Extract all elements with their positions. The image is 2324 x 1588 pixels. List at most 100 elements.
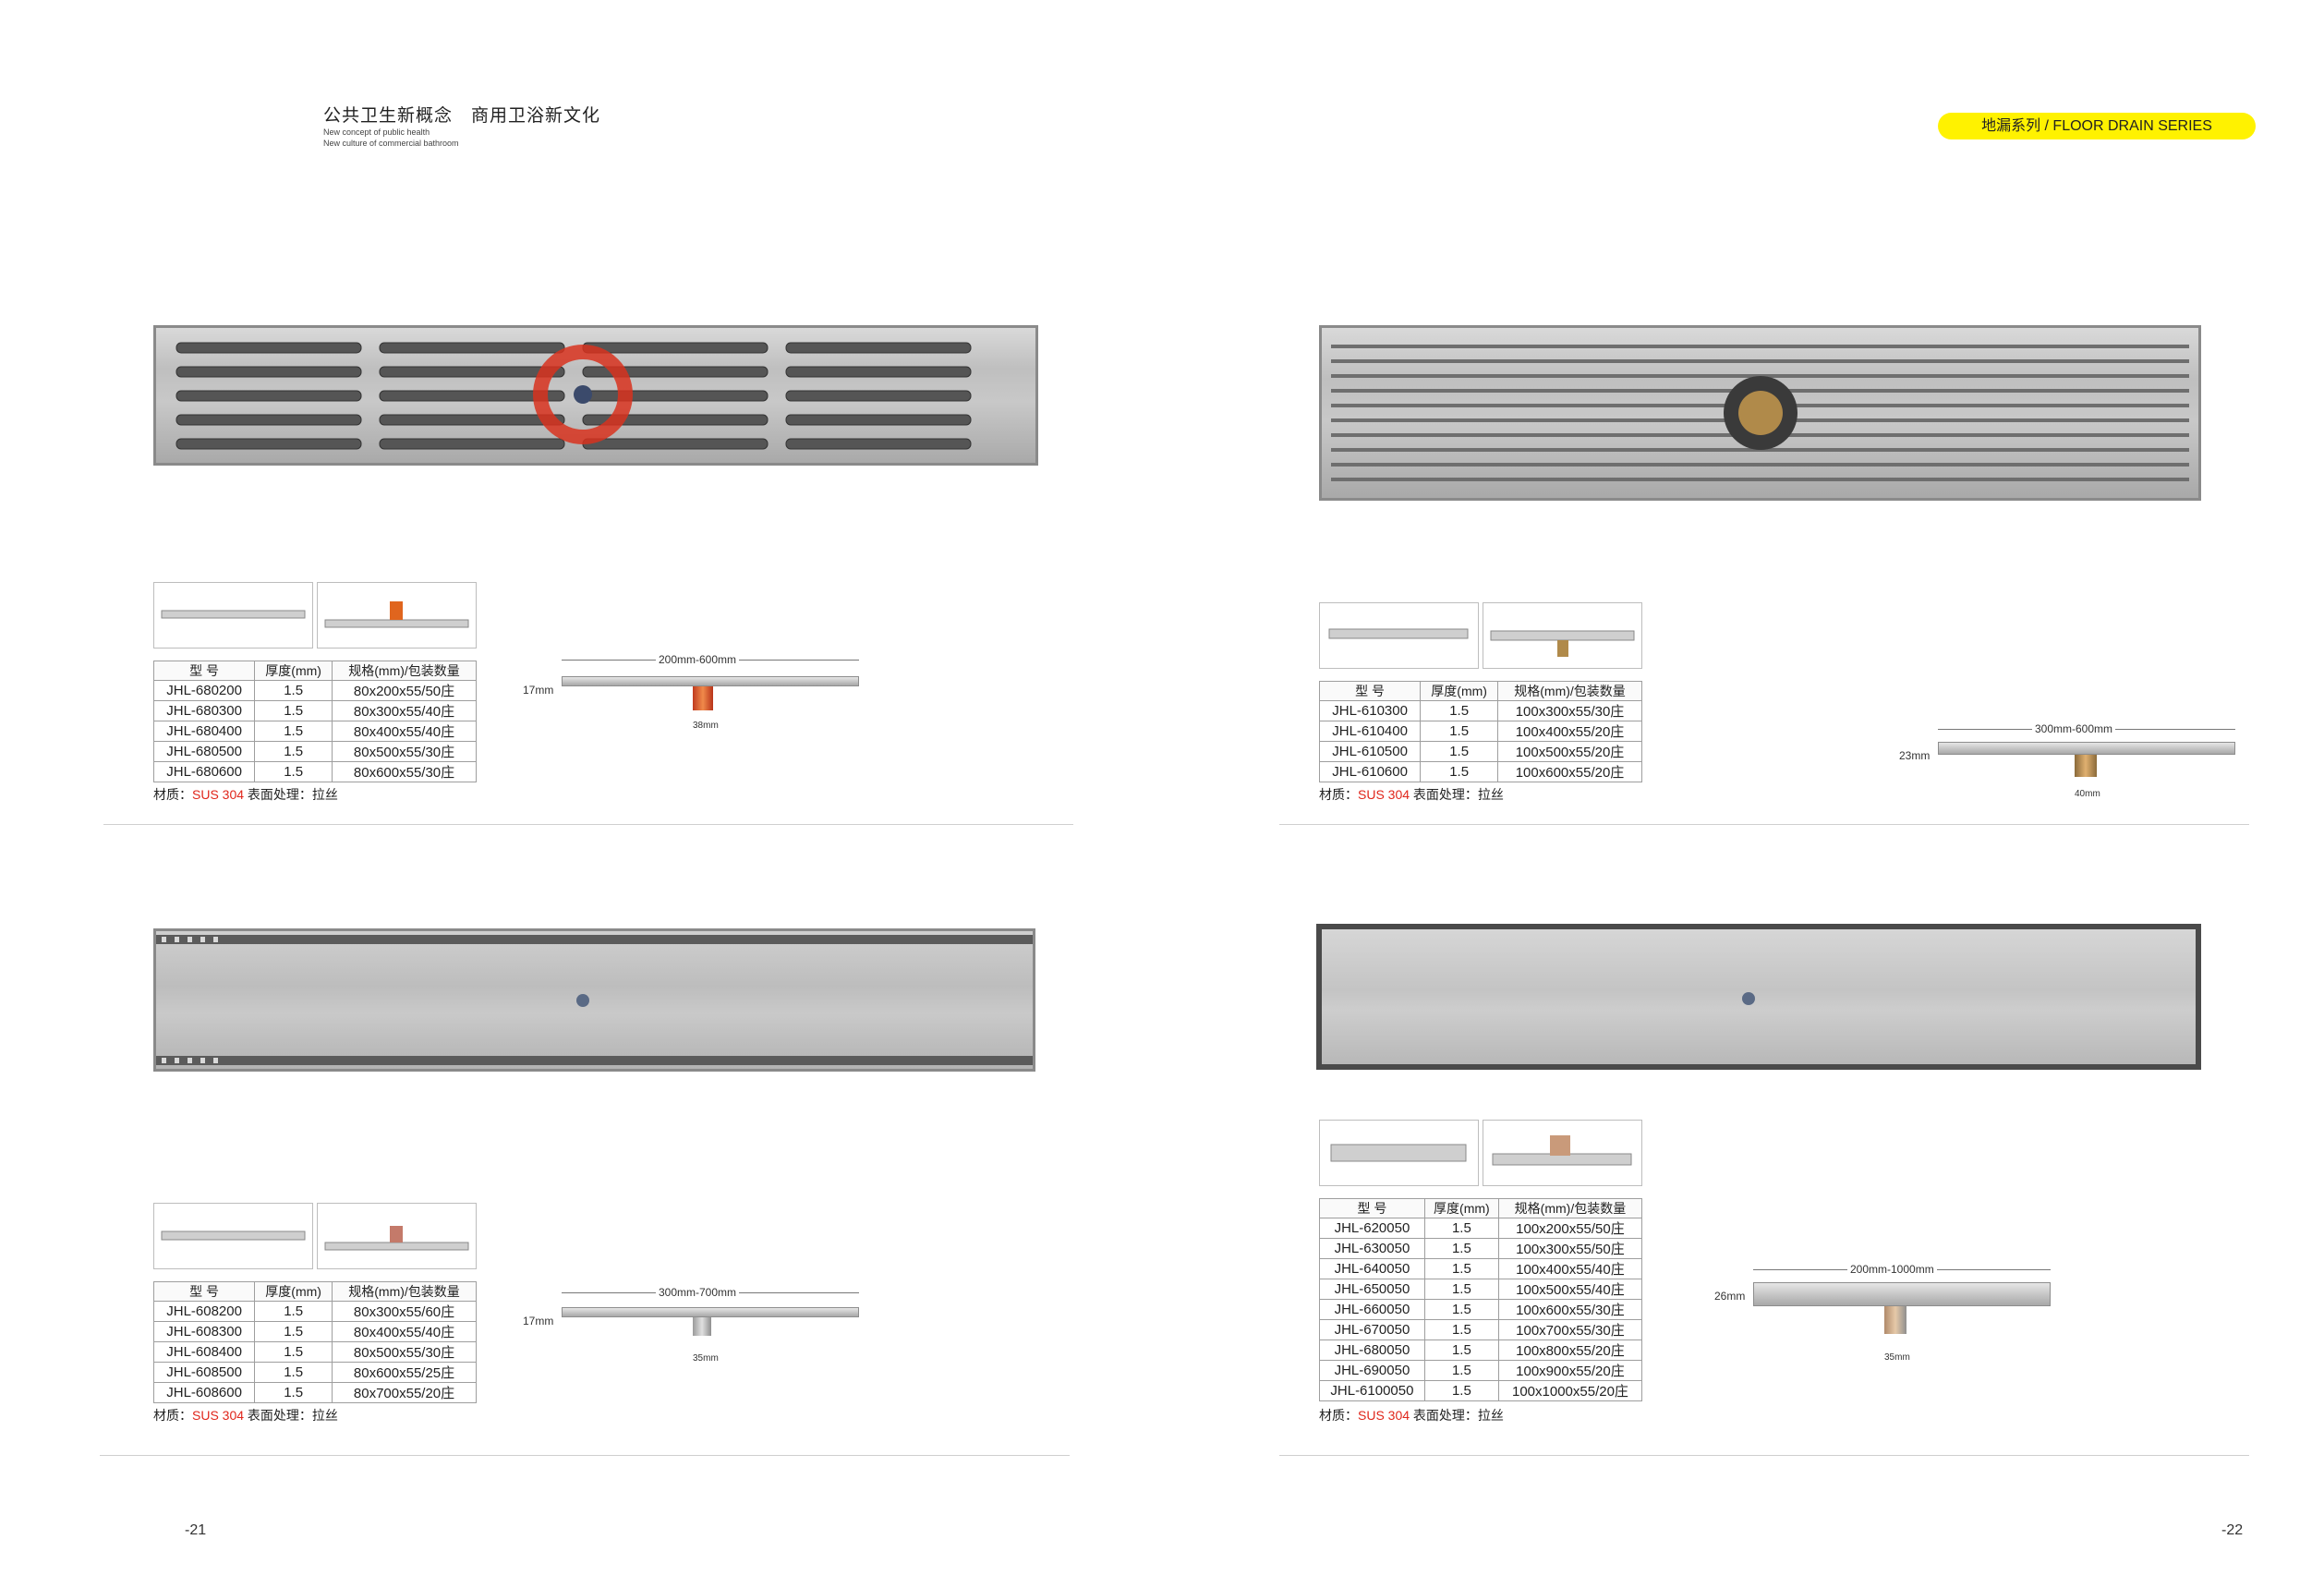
col-spec: 规格(mm)/包装数量	[332, 661, 477, 681]
table-cell: 80x500x55/30庄	[332, 1341, 477, 1363]
section-divider	[103, 824, 1073, 825]
table-cell: JHL-608300	[152, 1321, 256, 1342]
bar-grate-illustration	[1331, 345, 2189, 481]
col-spec: 规格(mm)/包装数量	[1497, 1198, 1643, 1218]
thumbnail-side-view	[317, 582, 477, 649]
table-cell: 80x300x55/40庄	[332, 700, 477, 721]
thumbnail-top-view	[1319, 1120, 1479, 1186]
slotted-grate-illustration	[176, 342, 972, 450]
dim-pipe: 40mm	[2075, 789, 2100, 799]
table-cell: 100x1000x55/20庄	[1497, 1380, 1643, 1401]
dim-length: 200mm-600mm	[656, 653, 740, 666]
tile-insert-illustration	[1742, 992, 1755, 1005]
thumbnail-side-view	[1483, 602, 1642, 669]
table-cell: 80x700x55/20庄	[332, 1382, 477, 1403]
table-cell: 1.5	[254, 1341, 333, 1363]
table-cell: JHL-610300	[1318, 700, 1422, 721]
dimension-diagram-1: 200mm-600mm 17mm 38mm	[517, 647, 868, 739]
table-cell: JHL-680200	[152, 680, 256, 701]
col-thickness: 厚度(mm)	[254, 1281, 333, 1302]
table-cell: 100x900x55/20庄	[1497, 1360, 1643, 1381]
dim-length: 300mm-700mm	[656, 1286, 740, 1299]
col-model: 型 号	[1318, 681, 1422, 701]
product-photo-bar-drain	[1319, 325, 2201, 501]
table-cell: JHL-670050	[1319, 1319, 1425, 1340]
dimension-diagram-4: 200mm-1000mm 26mm 35mm	[1709, 1256, 2060, 1367]
table-cell: JHL-608500	[152, 1362, 256, 1383]
table-cell: 1.5	[254, 721, 333, 742]
table-cell: 1.5	[254, 680, 333, 701]
table-cell: 1.5	[1420, 700, 1499, 721]
table-cell: JHL-680400	[152, 721, 256, 742]
table-cell: 1.5	[254, 1362, 333, 1383]
dim-length: 200mm-1000mm	[1847, 1263, 1937, 1276]
dim-height: 17mm	[523, 684, 554, 697]
table-cell: 1.5	[1420, 741, 1499, 762]
table-cell: 100x800x55/20庄	[1497, 1339, 1643, 1361]
table-cell: 100x600x55/20庄	[1497, 761, 1642, 782]
section-divider	[100, 1455, 1070, 1456]
table-cell: JHL-608400	[152, 1341, 256, 1363]
table-cell: 100x300x55/50庄	[1497, 1238, 1643, 1259]
table-cell: JHL-650050	[1319, 1279, 1425, 1300]
material-note-3: 材质：SUS 304 表面处理：拉丝	[153, 1408, 338, 1423]
table-cell: JHL-610500	[1318, 741, 1422, 762]
col-thickness: 厚度(mm)	[254, 661, 333, 681]
thumbnail-side-view	[1483, 1120, 1642, 1186]
table-cell: 100x400x55/40庄	[1497, 1258, 1643, 1279]
col-model: 型 号	[1319, 1198, 1425, 1218]
table-cell: 1.5	[1420, 721, 1499, 742]
table-cell: 80x300x55/60庄	[332, 1301, 477, 1322]
table-cell: 100x400x55/20庄	[1497, 721, 1642, 742]
table-cell: JHL-6100050	[1319, 1380, 1425, 1401]
slogan-english-line-2: New culture of commercial bathroom	[323, 139, 459, 148]
table-cell: 1.5	[254, 1321, 333, 1342]
table-cell: 1.5	[1423, 1279, 1499, 1300]
table-cell: 100x700x55/30庄	[1497, 1319, 1643, 1340]
table-cell: JHL-610400	[1318, 721, 1422, 742]
table-cell: JHL-608200	[152, 1301, 256, 1322]
thumbnail-top-view	[1319, 602, 1479, 669]
table-cell: JHL-620050	[1319, 1218, 1425, 1239]
table-cell: 80x400x55/40庄	[332, 721, 477, 742]
slogan-english: New concept of public health New culture…	[323, 127, 459, 149]
table-cell: JHL-610600	[1318, 761, 1422, 782]
dim-height: 26mm	[1714, 1290, 1746, 1303]
table-cell: 80x400x55/40庄	[332, 1321, 477, 1342]
page-number-left: -21	[185, 1522, 207, 1538]
table-cell: JHL-680500	[152, 741, 256, 762]
table-cell: 100x500x55/20庄	[1497, 741, 1642, 762]
table-cell: 1.5	[1423, 1218, 1499, 1239]
dim-height: 17mm	[523, 1315, 554, 1327]
col-spec: 规格(mm)/包装数量	[1497, 681, 1642, 701]
product-photo-edge-slot-drain	[153, 928, 1035, 1072]
dim-height: 23mm	[1899, 749, 1931, 762]
table-cell: 80x600x55/25庄	[332, 1362, 477, 1383]
table-cell: 1.5	[1420, 761, 1499, 782]
table-cell: 1.5	[1423, 1238, 1499, 1259]
table-cell: JHL-680600	[152, 761, 256, 782]
